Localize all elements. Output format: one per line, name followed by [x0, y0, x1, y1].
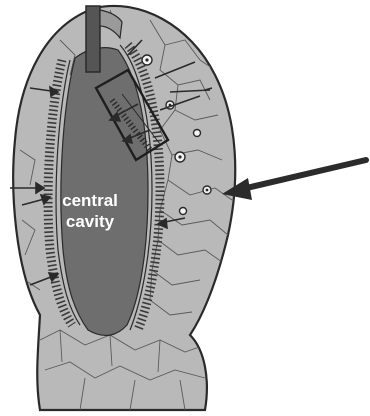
central-cavity-label-line1: central — [62, 191, 118, 210]
pointer-arrow-icon — [222, 160, 366, 200]
osculum-opening — [86, 6, 100, 72]
central-cavity-label-line2: cavity — [66, 212, 115, 231]
